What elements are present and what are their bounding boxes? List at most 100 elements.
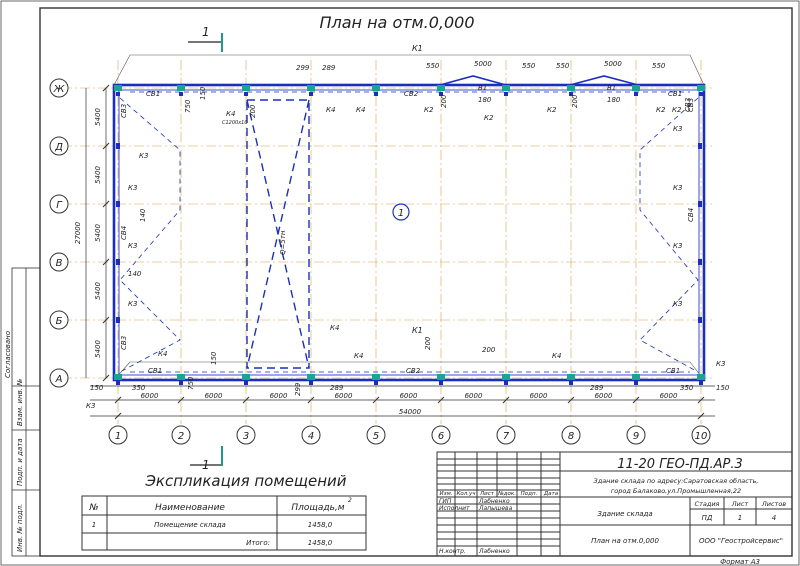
column-base (179, 381, 183, 385)
top-annotation: В1 (607, 84, 616, 92)
side-stamp (11, 267, 41, 557)
top-annotation: СВ3 (684, 98, 692, 112)
axis-bubble-y (49, 194, 69, 214)
dim-tick (114, 412, 122, 420)
stamp-building: Здание склада (597, 510, 652, 518)
axis-bubble-y (49, 136, 69, 156)
bottom-annotation: 289 (330, 384, 344, 392)
column-marker (632, 85, 640, 91)
dim-tick (567, 396, 575, 404)
column-base (439, 381, 443, 385)
stamp-col-podp: Подп. (521, 491, 538, 497)
bottom-annotation: 350 (132, 384, 146, 392)
columns (114, 85, 705, 385)
crane-beam-area (246, 99, 310, 369)
explication-header-area-sup: 2 (348, 497, 352, 504)
dim-span-x: 6000 (335, 392, 353, 400)
explication-row-1-no: 1 (92, 521, 96, 529)
axis-bubble-y (49, 252, 69, 272)
column-marker (307, 374, 315, 380)
side-column-marker (116, 259, 120, 265)
axis-label-y-0: Ж (53, 84, 66, 95)
dim-span-x: 6000 (141, 392, 159, 400)
stamp-col-izm: Изм. (440, 491, 453, 497)
axis-bubble-x (301, 425, 321, 445)
side-column-marker (116, 201, 120, 207)
section-mark-bottom-label: 1 (202, 458, 210, 472)
top-annotation: С1200х10 (222, 120, 248, 126)
top-annotation: СВ1 (146, 90, 160, 98)
column-marker (372, 85, 380, 91)
dim-span-x: 6000 (270, 392, 288, 400)
bottom-annotation: 289 (590, 384, 604, 392)
column-marker (567, 85, 575, 91)
column-marker (697, 374, 705, 380)
column-marker (437, 374, 445, 380)
side-annotation: 140 (139, 208, 147, 222)
column-base (634, 92, 638, 96)
crane-capacity-label: Q=5тн (279, 230, 287, 255)
side-annotation: СВ3 (120, 104, 128, 118)
section-mark-bottom: 1 (190, 446, 223, 472)
column-marker (502, 374, 510, 380)
top-annotation: К2 (672, 106, 682, 114)
top-annotation: 5000 (604, 60, 622, 68)
dim-tick (102, 258, 110, 266)
column-marker (697, 85, 705, 91)
room-tag-number: 1 (398, 208, 404, 219)
bottom-annotation: 150 (716, 384, 730, 392)
column-base (116, 381, 120, 385)
top-annotation: СВ1 (668, 90, 682, 98)
roof-gables (439, 75, 639, 86)
bottom-annotation: К3 (86, 402, 95, 410)
side-column-marker (698, 201, 702, 207)
axis-bubble-x (626, 425, 646, 445)
dim-span-x: 6000 (400, 392, 418, 400)
column-marker (567, 374, 575, 380)
top-dim-slopes (113, 54, 705, 381)
side-column-marker (698, 317, 702, 323)
explication-title: Экспликация помещений (144, 472, 346, 490)
axis-bubble-x (496, 425, 516, 445)
axis-bubble-x (366, 425, 386, 445)
dim-tick (177, 396, 185, 404)
axis-label-x-9: 9 (633, 431, 639, 442)
section-mark-top-label: 1 (202, 25, 210, 39)
dim-tick (632, 396, 640, 404)
column-base (634, 381, 638, 385)
top-annotation: 180 (478, 96, 492, 104)
explication-row-1-name: Помещение склада (154, 521, 226, 529)
axis-label-x-6: 6 (438, 431, 444, 442)
side-annotation: СВ3 (120, 336, 128, 350)
column-base (309, 381, 313, 385)
column-base (699, 92, 703, 96)
side-annotation: К3 (128, 242, 137, 250)
column-base (439, 92, 443, 96)
top-annotation: В1 (478, 84, 487, 92)
axis-bubble-x (236, 425, 256, 445)
room-tag: 1 (392, 203, 410, 221)
bottom-annotation: К4 (330, 324, 339, 332)
k1-top-label: К1 (412, 44, 423, 53)
column-marker (177, 374, 185, 380)
column-marker (502, 85, 510, 91)
column-base (244, 381, 248, 385)
top-annotation: К4 (226, 110, 235, 118)
side-annotation: К3 (128, 184, 137, 192)
column-base (374, 92, 378, 96)
stamp-name-exec: Лапышева (478, 505, 513, 512)
column-marker (114, 85, 122, 91)
top-annotation: К2 (484, 114, 494, 122)
side-annotation: К3 (673, 242, 682, 250)
column-marker (307, 85, 315, 91)
stamp-role-nkontr: Н.контр. (439, 548, 466, 555)
dim-tick (307, 396, 315, 404)
top-annotation: 550 (556, 62, 570, 70)
bottom-annotation: 299 (294, 382, 302, 396)
top-annotation: 550 (426, 62, 440, 70)
dim-span-x: 6000 (660, 392, 678, 400)
column-base (699, 381, 703, 385)
dim-span-x: 6000 (530, 392, 548, 400)
